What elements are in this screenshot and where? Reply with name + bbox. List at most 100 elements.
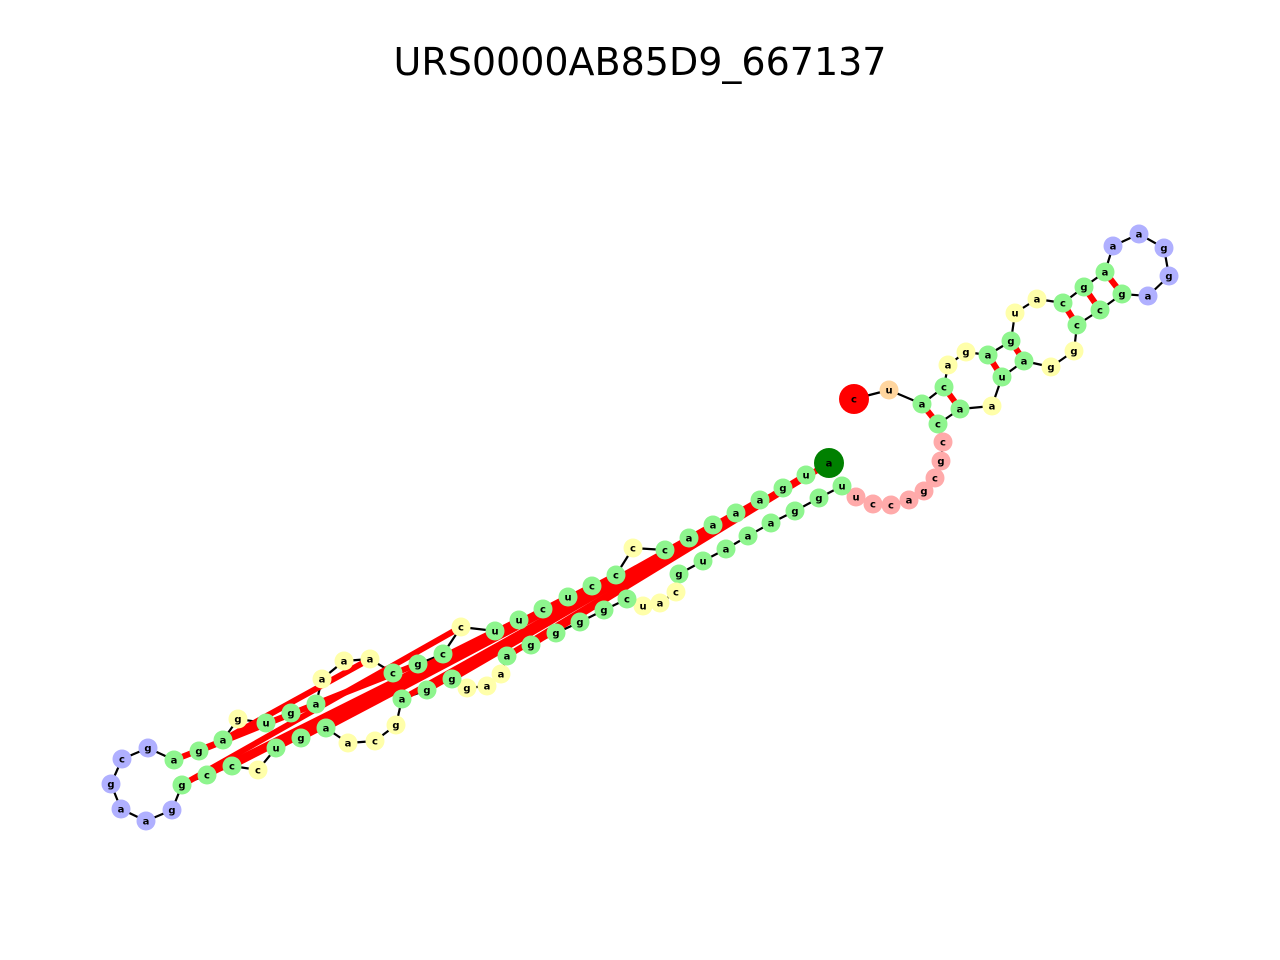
nucleotide-circle	[266, 738, 286, 758]
nucleotide-node: c	[934, 377, 954, 397]
nucleotide-letter: a	[220, 736, 227, 747]
nucleotide-circle	[172, 775, 192, 795]
nucleotide-node: u	[633, 596, 653, 616]
nucleotide-node: a	[477, 676, 497, 696]
nucleotide-letter: a	[733, 509, 740, 520]
nucleotide-letter: u	[1011, 309, 1018, 320]
nucleotide-node: g	[546, 623, 566, 643]
nucleotide-node: g	[1001, 331, 1021, 351]
nucleotide-circle	[383, 663, 403, 683]
nucleotide-node: c	[925, 468, 945, 488]
nucleotide-circle	[1053, 293, 1073, 313]
nucleotide-circle	[570, 612, 590, 632]
nucleotide-circle	[666, 582, 686, 602]
nucleotide-node: c	[433, 644, 453, 664]
nucleotide-letter: a	[906, 496, 913, 507]
nucleotide-node: g	[228, 709, 248, 729]
nucleotide-circle	[716, 539, 736, 559]
nucleotide-node: c	[839, 384, 869, 414]
nucleotide-node: a	[1027, 289, 1047, 309]
nucleotide-letter: g	[815, 494, 822, 505]
nucleotide-circle	[316, 718, 336, 738]
nucleotide-circle	[491, 664, 511, 684]
nucleotide-letter: c	[1060, 299, 1066, 310]
nucleotide-circle	[912, 394, 932, 414]
nucleotide-letter: a	[768, 519, 775, 530]
nucleotide-letter: a	[723, 545, 730, 556]
nucleotide-node: a	[938, 355, 958, 375]
nucleotide-letter: a	[826, 459, 833, 470]
nucleotide-node: u	[485, 621, 505, 641]
nucleotide-node: a	[1103, 236, 1123, 256]
nucleotide-node: c	[1090, 300, 1110, 320]
nucleotide-letter: g	[392, 721, 399, 732]
nucleotide-node: g	[386, 715, 406, 735]
nucleotide-node: u	[1005, 303, 1025, 323]
nucleotide-letter: g	[1007, 337, 1014, 348]
nucleotide-letter: a	[504, 652, 511, 663]
nucleotide-node: g	[1112, 284, 1132, 304]
nucleotide-node: a	[950, 399, 970, 419]
nucleotide-node: a	[1095, 262, 1115, 282]
nucleotide-node: c	[197, 765, 217, 785]
nucleotide-circle	[846, 487, 866, 507]
diagram-title: URS0000AB85D9_667137	[393, 40, 887, 84]
nucleotide-letter: c	[204, 771, 210, 782]
nucleotide-node: g	[931, 451, 951, 471]
nucleotide-circle	[785, 501, 805, 521]
nucleotide-letter: g	[195, 747, 202, 758]
nucleotide-node: a	[312, 669, 332, 689]
nucleotide-node: c	[451, 617, 471, 637]
nucleotide-circle	[256, 713, 276, 733]
nucleotide-letter: g	[297, 734, 304, 745]
nucleotide-node: g	[570, 612, 590, 632]
nucleotide-node: c	[1053, 293, 1073, 313]
nucleotide-letter: g	[937, 457, 944, 468]
nucleotide-letter: c	[932, 474, 938, 485]
nucleotide-circle	[582, 576, 602, 596]
nucleotide-circle	[623, 538, 643, 558]
nucleotide-circle	[617, 589, 637, 609]
nucleotide-letter: g	[962, 348, 969, 359]
nucleotide-node: g	[1074, 277, 1094, 297]
nucleotide-circle	[655, 540, 675, 560]
nucleotide-letter: c	[458, 623, 464, 634]
nucleotide-node: c	[112, 749, 132, 769]
nucleotide-circle	[338, 733, 358, 753]
nucleotide-letter: g	[920, 487, 927, 498]
nucleotide-circle	[228, 709, 248, 729]
nucleotide-letter: a	[345, 739, 352, 750]
nucleotide-letter: c	[390, 669, 396, 680]
nucleotide-node: c	[933, 432, 953, 452]
nucleotide-circle	[814, 448, 844, 478]
nucleotide-letter: g	[576, 618, 583, 629]
nucleotide-letter: g	[168, 806, 175, 817]
nucleotide-letter: a	[657, 599, 664, 610]
nucleotide-circle	[1090, 300, 1110, 320]
nucleotide-circle	[197, 765, 217, 785]
nucleotide-node: u	[992, 367, 1012, 387]
nucleotide-letter: g	[178, 781, 185, 792]
nucleotide-letter: c	[119, 755, 125, 766]
nucleotide-node: g	[457, 678, 477, 698]
nucleotide-circle	[1041, 357, 1061, 377]
nucleotide-letter: a	[686, 534, 693, 545]
nucleotide-circle	[112, 749, 132, 769]
nucleotide-circle	[914, 481, 934, 501]
nucleotide-circle	[248, 760, 268, 780]
nucleotide-letter: a	[989, 402, 996, 413]
nucleotide-circle	[832, 476, 852, 496]
nucleotide-circle	[839, 384, 869, 414]
nucleotide-letter: a	[341, 657, 348, 668]
nucleotide-circle	[1129, 224, 1149, 244]
nucleotide-letter: c	[613, 571, 619, 582]
nucleotide-circle	[750, 490, 770, 510]
nucleotide-circle	[521, 635, 541, 655]
nucleotide-node: c	[365, 731, 385, 751]
nucleotide-node: g	[101, 774, 121, 794]
nucleotide-letter: a	[484, 682, 491, 693]
nucleotide-circle	[956, 342, 976, 362]
nucleotide-letter: u	[838, 482, 845, 493]
nucleotide-circle	[796, 465, 816, 485]
nucleotide-circle	[650, 593, 670, 613]
